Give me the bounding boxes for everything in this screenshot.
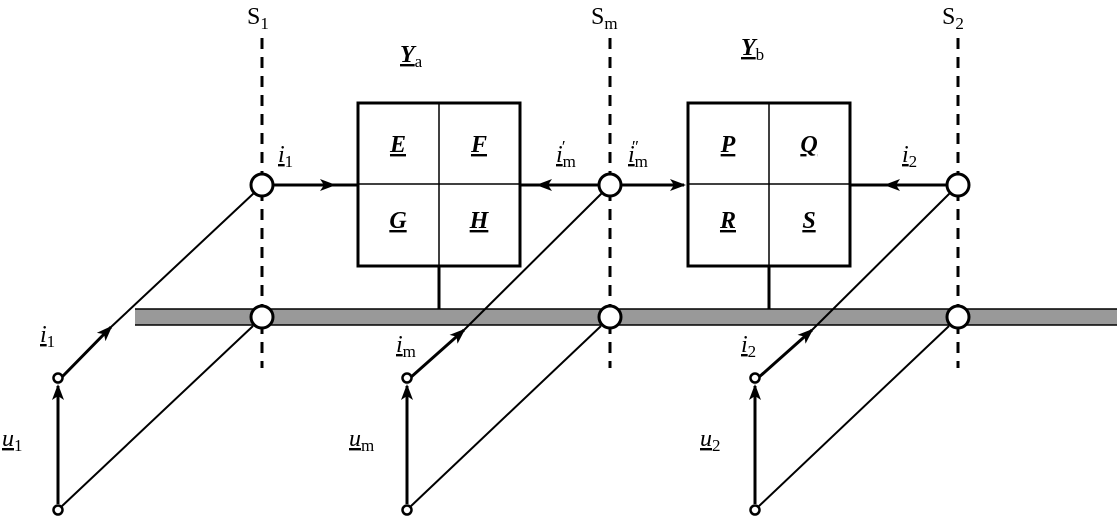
node-s2-ground bbox=[945, 304, 971, 330]
label-i2-top: i2 bbox=[902, 142, 917, 171]
port-m-source bbox=[401, 192, 603, 508]
cell-yb-p: P bbox=[720, 132, 736, 158]
label-i1-top: i1 bbox=[278, 142, 293, 171]
cell-ya-f: F bbox=[470, 132, 487, 158]
ground-bus bbox=[135, 309, 1117, 325]
terminal-port-2-bottom bbox=[749, 504, 761, 516]
label-u1: u1 bbox=[2, 426, 23, 455]
label-im-prime: im′ bbox=[556, 137, 576, 171]
cell-ya-e: E bbox=[389, 132, 406, 158]
cell-ya-g: G bbox=[389, 208, 407, 234]
label-u2: u2 bbox=[700, 426, 721, 455]
node-sm-ground bbox=[597, 304, 623, 330]
node-s2-top bbox=[945, 172, 971, 198]
port-2-source bbox=[749, 192, 951, 508]
block-yb bbox=[686, 101, 852, 309]
node-s1-top bbox=[249, 172, 275, 198]
label-im-dprime: im″ bbox=[628, 137, 648, 171]
label-ya: Ya bbox=[400, 42, 423, 71]
cell-yb-s: S bbox=[802, 208, 815, 234]
port-1-source bbox=[52, 192, 255, 508]
label-um: um bbox=[349, 426, 374, 455]
terminal-port-m-bottom bbox=[401, 504, 413, 516]
label-sm: Sm bbox=[591, 4, 618, 33]
cell-yb-q: Q bbox=[800, 132, 817, 158]
label-s1: S1 bbox=[247, 4, 269, 33]
label-i2-source: i2 bbox=[741, 332, 756, 361]
block-ya bbox=[356, 101, 522, 309]
cell-ya-h: H bbox=[469, 208, 490, 234]
label-i1-source: i1 bbox=[40, 322, 55, 351]
terminal-port-1-bottom bbox=[52, 504, 64, 516]
terminal-port-1-top bbox=[52, 372, 64, 384]
node-s1-ground bbox=[249, 304, 275, 330]
label-im-source: im bbox=[396, 332, 416, 361]
node-sm-top bbox=[597, 172, 623, 198]
label-s2: S2 bbox=[942, 4, 964, 33]
terminal-port-m-top bbox=[401, 372, 413, 384]
label-yb: Yb bbox=[741, 35, 764, 64]
terminal-port-2-top bbox=[749, 372, 761, 384]
cell-yb-r: R bbox=[719, 208, 736, 234]
